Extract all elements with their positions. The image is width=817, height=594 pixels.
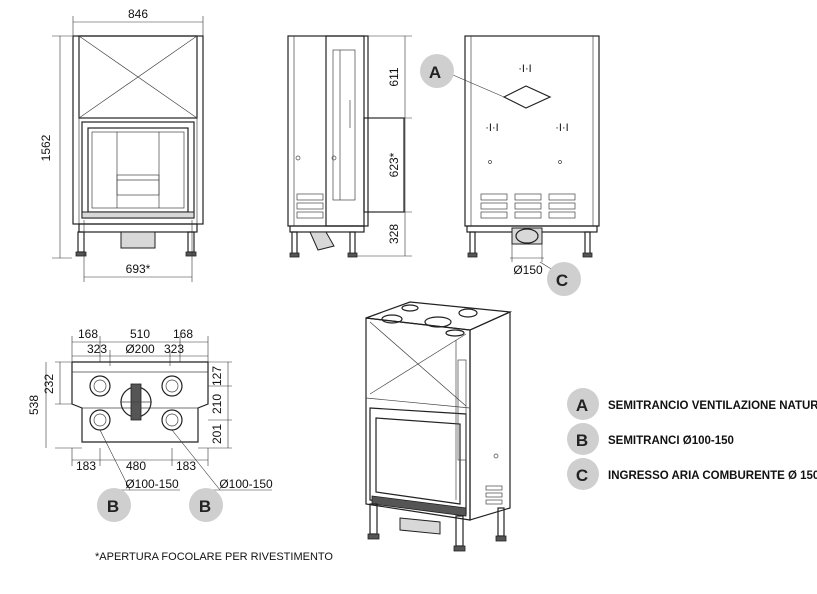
rear-view: ·I·I ·I·I ·I·I Ø150 A C — [420, 35, 600, 296]
svg-text:·I·I: ·I·I — [555, 122, 568, 134]
plan-inner-right: 323 — [164, 342, 184, 356]
legend-badge-a — [567, 388, 599, 420]
plan-pipe-right: Ø100-150 — [219, 477, 273, 491]
plan-bot-right: 183 — [176, 459, 196, 473]
front-view: 846 1562 693* — [39, 7, 204, 282]
legend-text-a: SEMITRANCIO VENTILAZIONE NATURALE — [608, 400, 817, 412]
footnote: *APERTURA FOCOLARE PER RIVESTIMENTO — [95, 551, 333, 563]
plan-left-b: 538 — [27, 395, 41, 415]
legend-badge-c — [567, 458, 599, 490]
badge-b-left — [97, 488, 131, 522]
front-width-label: 846 — [128, 7, 148, 21]
plan-bot-left: 183 — [76, 459, 96, 473]
side-bottom-label: 328 — [387, 224, 401, 244]
badge-b-left-label: B — [107, 497, 119, 516]
plan-right-b: 210 — [210, 394, 224, 414]
legend: A SEMITRANCIO VENTILAZIONE NATURALE B SE… — [567, 388, 817, 490]
plan-center-dia: Ø200 — [125, 342, 155, 356]
plan-view: 168 510 168 323 Ø200 323 232 538 127 210… — [27, 327, 273, 522]
side-view: 611 623* 328 — [287, 35, 412, 258]
badge-b-right — [189, 488, 223, 522]
rear-diameter-label: Ø150 — [513, 263, 543, 277]
badge-c-rear — [547, 262, 581, 296]
side-top-label: 611 — [387, 67, 401, 86]
plan-right-a: 127 — [210, 366, 224, 386]
legend-key-a: A — [576, 396, 588, 415]
front-opening-label: 693* — [126, 262, 151, 276]
legend-key-b: B — [576, 431, 588, 450]
badge-a-rear-label: A — [429, 63, 441, 82]
front-height-label: 1562 — [39, 134, 53, 161]
legend-key-c: C — [576, 466, 588, 485]
badge-c-rear-label: C — [556, 271, 568, 290]
isometric-view — [365, 301, 513, 552]
plan-top-right: 168 — [173, 327, 193, 341]
legend-text-c: INGRESSO ARIA COMBURENTE Ø 150 — [608, 470, 817, 482]
plan-left-a: 232 — [42, 374, 56, 394]
svg-text:·I·I: ·I·I — [518, 63, 531, 75]
svg-text:·I·I: ·I·I — [485, 122, 498, 134]
plan-pipe-left: Ø100-150 — [125, 477, 179, 491]
plan-top-left: 168 — [78, 327, 98, 341]
badge-b-right-label: B — [199, 497, 211, 516]
plan-right-c: 201 — [210, 424, 224, 444]
plan-bot-center: 480 — [126, 459, 146, 473]
badge-a-rear — [420, 54, 454, 88]
plan-inner-left: 323 — [87, 342, 107, 356]
side-mid-label: 623* — [387, 152, 401, 177]
legend-text-b: SEMITRANCI Ø100-150 — [608, 435, 734, 447]
plan-top-center: 510 — [130, 327, 150, 341]
legend-badge-b — [567, 423, 599, 455]
